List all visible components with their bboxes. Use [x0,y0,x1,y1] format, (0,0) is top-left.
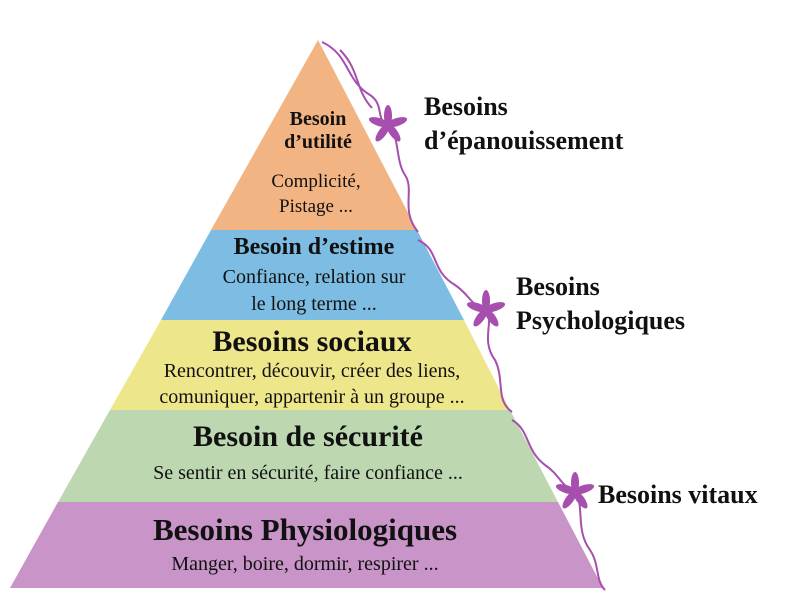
level-utilite-desc: Complicité,Pistage ... [271,171,361,217]
level-securite-desc: Se sentir en sécurité, faire confiance .… [153,462,463,484]
flower-icon [555,472,595,509]
level-securite-title: Besoin de sécurité [193,420,423,453]
level-physiologiques-title: Besoins Physiologiques [152,512,458,547]
flower-icon [466,290,506,327]
level-sociaux-desc: Rencontrer, découvir, créer des liens,co… [159,360,465,408]
level-physiologiques-band [10,502,603,588]
level-physiologiques-desc: Manger, boire, dormir, respirer ... [171,553,439,575]
level-estime-band [161,230,464,320]
level-sociaux-band [110,320,510,410]
category-vitaux: Besoins vitaux [598,480,758,509]
level-utilite-band [211,40,417,230]
level-estime-title: Besoin d’estime [233,234,395,260]
level-securite-band [58,410,558,502]
level-sociaux-title: Besoins sociaux [212,325,412,358]
flower-icon [368,105,408,142]
